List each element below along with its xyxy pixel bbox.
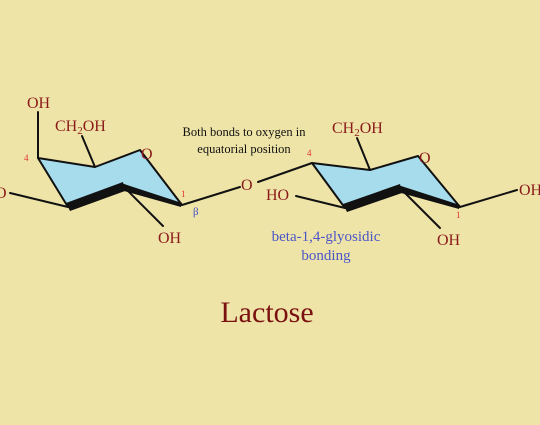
right-oh-right: OH — [519, 182, 540, 199]
right-ch2oh-label: CH2OH — [332, 120, 383, 139]
left-ring: OH CH2OH O OH O 4 1 β — [0, 95, 241, 247]
left-bond-c2-oh — [122, 185, 164, 227]
left-oh-bottom: OH — [158, 230, 182, 247]
left-ring-oxygen: O — [141, 146, 153, 163]
linkage-label-line-2: bonding — [301, 248, 351, 264]
right-bond-c2-oh — [399, 187, 441, 229]
right-ring-front-wedge-2 — [398, 185, 460, 209]
right-oh-bottom: OH — [437, 232, 461, 249]
left-ch2oh-label: CH2OH — [55, 118, 106, 137]
beta-symbol: β — [193, 206, 199, 218]
left-o-fragment: O — [0, 185, 7, 202]
left-ring-front-wedge-2 — [121, 183, 182, 207]
right-bond-c1-oh — [459, 189, 518, 208]
right-ho-left: HO — [266, 187, 289, 204]
right-ring-front-wedge-1 — [343, 184, 402, 212]
bridge-oxygen: O — [241, 177, 253, 194]
left-carbon-4: 4 — [24, 153, 29, 163]
left-ring-front-wedge-1 — [66, 182, 125, 211]
left-bond-c3-o — [9, 192, 69, 208]
bridge-bond-to-right-c4 — [257, 162, 313, 183]
left-bond-c1-bridge — [181, 186, 241, 206]
right-bond-c3-oh — [295, 195, 346, 209]
annotation-line-2: equatorial position — [197, 142, 291, 156]
left-bond-c5-ch2oh — [81, 135, 96, 168]
right-bond-c5-ch2oh — [356, 137, 371, 171]
right-carbon-1: 1 — [456, 210, 461, 220]
right-carbon-4: 4 — [307, 148, 312, 158]
annotation-line-1: Both bonds to oxygen in — [183, 125, 307, 139]
right-ring: CH2OH HO OH OH O 4 1 — [266, 120, 540, 249]
left-oh-top: OH — [27, 95, 51, 112]
left-carbon-1: 1 — [181, 189, 186, 199]
right-ring-oxygen: O — [419, 150, 431, 167]
diagram-title: Lactose — [220, 296, 313, 329]
linkage-label-line-1: beta-1,4-glyosidic — [272, 229, 381, 245]
